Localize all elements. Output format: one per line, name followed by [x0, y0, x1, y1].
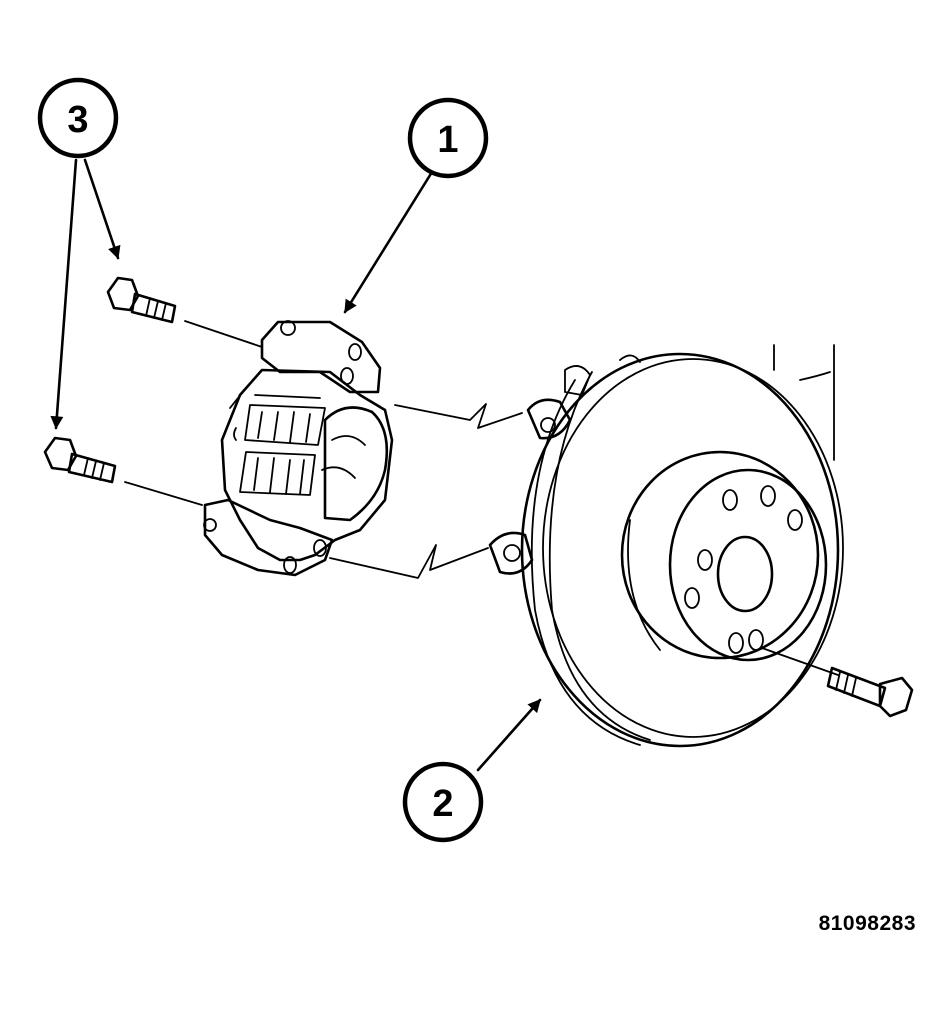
caliper-bolt-lower: [43, 436, 117, 484]
callout-1-label: 1: [437, 119, 458, 161]
figure-id: 81098283: [818, 912, 916, 935]
callout-3-label: 3: [67, 99, 88, 141]
assembly-center-lines: [124, 320, 523, 579]
callout-1: 1: [407, 97, 489, 179]
callout-3: 3: [37, 77, 119, 159]
callout-2: 2: [402, 761, 484, 843]
steering-knuckle: [773, 344, 835, 461]
wheel-stud: [761, 647, 914, 718]
knuckle-mounting-ears: [488, 354, 641, 575]
callout-arrows: [50, 158, 542, 772]
caliper-bolt-upper: [106, 276, 177, 324]
brake-caliper: [203, 320, 394, 577]
brake-rotor: [520, 352, 844, 748]
callout-2-label: 2: [432, 783, 453, 825]
